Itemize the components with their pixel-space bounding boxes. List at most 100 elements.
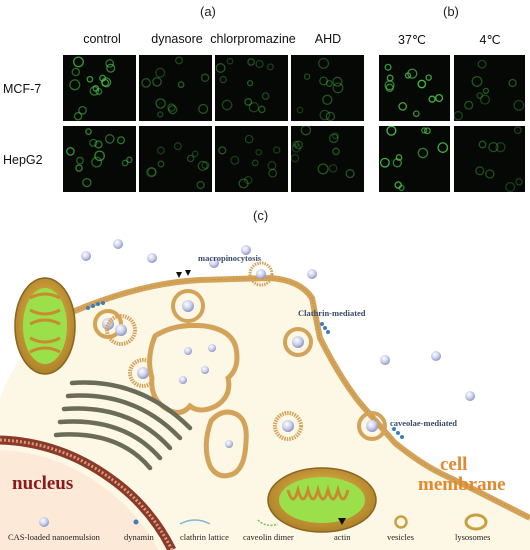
- fluorescent-cell: [332, 76, 343, 87]
- fluorescent-cell: [328, 133, 339, 144]
- fluorescent-cell: [167, 103, 176, 112]
- micrograph-mcf7-chlorpromazine: [215, 55, 288, 121]
- micrograph-mcf7-ahd: [291, 55, 364, 121]
- fluorescent-cell: [255, 59, 264, 69]
- fluorescent-cell: [485, 169, 495, 179]
- fluorescent-cell: [215, 63, 226, 73]
- fluorescent-cell: [398, 102, 408, 111]
- fluorescent-cell: [417, 147, 429, 159]
- fluorescent-cell: [243, 175, 253, 185]
- label-membrane: membrane: [418, 474, 506, 495]
- legend-dynamin-icon: [133, 519, 139, 525]
- legend-nanoemulsion-label: CAS-loaded nanoemulsion: [8, 532, 101, 542]
- label-nucleus: nucleus: [12, 473, 73, 494]
- micrograph-mcf7-dynasore: [139, 55, 212, 121]
- micrograph-mcf7-4c: [454, 55, 525, 121]
- fluorescent-cell: [221, 99, 233, 111]
- fluorescent-cell: [219, 75, 227, 84]
- fluorescent-cell: [412, 110, 420, 118]
- fluorescent-cell: [515, 178, 523, 186]
- fluorescent-cell: [175, 56, 183, 65]
- micrograph-hepg2-dynasore: [139, 126, 212, 192]
- fluorescent-cell: [291, 143, 301, 153]
- fluorescent-cell: [477, 59, 487, 69]
- fluorescent-cell: [89, 86, 100, 96]
- fluorescent-cell: [75, 164, 83, 172]
- fluorescent-cell: [196, 180, 205, 190]
- fluorescent-cell: [247, 58, 255, 66]
- fluorescent-cell: [291, 154, 300, 163]
- fluorescent-cell: [218, 146, 227, 155]
- fluorescent-cell: [73, 56, 84, 68]
- legend-lysosomes-label: lysosomes: [455, 532, 490, 542]
- fluorescent-cell: [146, 167, 157, 178]
- fluorescent-cell: [398, 184, 405, 192]
- fluorescent-cell: [156, 146, 165, 155]
- fluorescent-cell: [173, 142, 182, 151]
- cytoplasm: [0, 278, 530, 550]
- fluorescent-cell: [101, 77, 112, 88]
- fluorescent-cell: [147, 167, 157, 177]
- fluorescent-cell: [425, 74, 432, 81]
- fluorescent-cell: [258, 105, 266, 114]
- label-macropinocytosis: macropinocytosis: [198, 253, 262, 263]
- fluorescent-cell: [155, 98, 166, 109]
- fluorescent-cell: [292, 140, 300, 148]
- fluorescent-cell: [488, 141, 499, 153]
- fluorescent-cell: [94, 150, 105, 162]
- legend-vesicles-label: vesicles: [387, 532, 414, 542]
- fluorescent-cell: [121, 159, 129, 167]
- fluorescent-cell: [332, 82, 344, 94]
- fluorescent-cell: [379, 157, 390, 168]
- fluorescent-cell: [404, 72, 412, 79]
- vesicle-a: [105, 314, 137, 346]
- fluorescent-cell: [157, 160, 165, 168]
- fluorescent-cell: [319, 109, 331, 121]
- endocytosis-diagram: macropinocytosis Clathrin-mediated caveo…: [0, 239, 530, 550]
- fluorescent-cell: [78, 105, 87, 115]
- legend-lysosomes-icon: [464, 513, 488, 531]
- mitochondrion-left: [14, 277, 76, 375]
- fluorescent-cell: [394, 181, 402, 189]
- fluorescent-cell: [157, 111, 164, 118]
- fluorescent-cell: [318, 57, 330, 69]
- fluorescent-cell: [325, 80, 333, 87]
- fluorescent-cell: [94, 140, 103, 149]
- fluorescent-cell: [268, 168, 278, 178]
- fluorescent-cell: [395, 154, 403, 161]
- fluorescent-cell: [238, 178, 249, 189]
- col-label-control: control: [83, 32, 121, 46]
- fluorescent-cell: [104, 134, 115, 144]
- legend-clathrin-icon: [179, 519, 211, 525]
- fluorescent-cell: [116, 136, 126, 145]
- dynamin-cluster-caveolae: [392, 427, 404, 439]
- fluorescent-cell: [384, 80, 395, 91]
- micrograph-hepg2-4c: [454, 126, 525, 192]
- fluorescent-cell: [421, 127, 428, 134]
- fluorescent-cell: [191, 150, 199, 158]
- fluorescent-cell: [244, 97, 253, 106]
- fluorescent-cell: [105, 59, 115, 68]
- dynamin-cluster-top: [86, 301, 105, 310]
- fluorescent-cell: [226, 57, 234, 65]
- panel-c-label: (c): [253, 208, 269, 223]
- fluorescent-cell: [141, 78, 151, 88]
- fluorescent-cell: [152, 76, 162, 87]
- fluorescent-cell: [331, 132, 339, 140]
- fluorescent-cell: [85, 128, 92, 135]
- fluorescent-cell: [76, 156, 84, 165]
- nucleus-interior: [0, 450, 158, 550]
- fluorescent-cell: [272, 146, 281, 154]
- fluorescent-cell: [328, 163, 338, 173]
- fluorescent-cell: [66, 147, 75, 156]
- fluorescent-cell: [261, 92, 270, 100]
- micrograph-hepg2-37c: [379, 126, 450, 192]
- row-label-hepg2: HepG2: [3, 153, 43, 167]
- col-label-37c: 37℃: [398, 33, 426, 47]
- col-label-dynasore: dynasore: [151, 32, 203, 46]
- fluorescent-cell: [91, 156, 103, 168]
- fluorescent-cell: [345, 169, 355, 179]
- actin-markers: [176, 270, 191, 278]
- extracellular-nanoemulsion: [81, 239, 475, 401]
- fluorescent-cell: [294, 140, 304, 150]
